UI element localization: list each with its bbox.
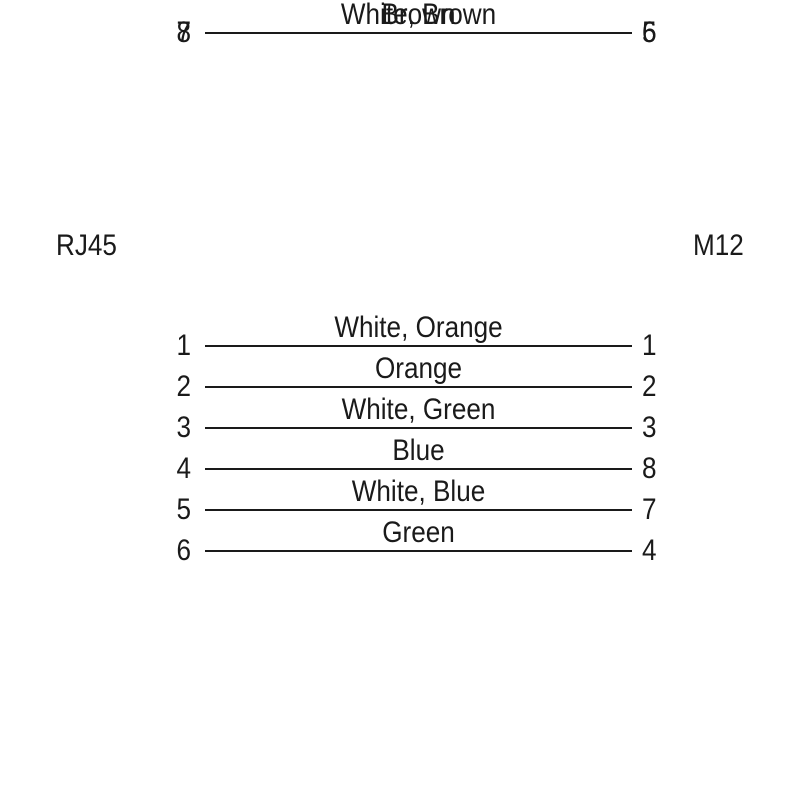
wire-row: 8 Brown 6 [0,0,800,48]
right-pin-number: 6 [642,16,657,49]
wire-color-label: White, Brown [340,0,497,31]
left-pin-number: 1 [176,329,191,362]
wire-row: 4 Blue 8 [0,434,800,484]
right-pin-number: 1 [642,329,657,362]
wire-color-label: White, Blue [351,475,486,508]
right-connector-label: M12 [693,229,744,262]
left-pin-number: 6 [176,534,191,567]
wire-color-label: White, Orange [334,311,503,344]
wire-color-label: Brown [381,0,456,31]
wire-line [205,32,632,34]
wire-row: 3 White, Green 3 [0,393,800,443]
right-pin-number: 8 [642,452,657,485]
left-pin-number: 8 [176,16,191,49]
left-pin-number: 4 [176,452,191,485]
wire-color-label: White, Green [341,393,496,426]
right-pin-number: 2 [642,370,657,403]
wire-line [205,509,632,511]
right-pin-number: 4 [642,534,657,567]
wire-line [205,550,632,552]
wire-line [205,468,632,470]
left-pin-number: 3 [176,411,191,444]
left-pin-number: 2 [176,370,191,403]
wire-row: 2 Orange 2 [0,352,800,402]
wire-row: 5 White, Blue 7 [0,475,800,525]
right-pin-number: 3 [642,411,657,444]
left-pin-number: 7 [176,16,191,49]
right-pin-number: 7 [642,493,657,526]
wire-line [205,345,632,347]
right-pin-number: 5 [642,16,657,49]
wire-line [205,427,632,429]
wire-color-label: Green [382,516,455,549]
wire-row: 1 White, Orange 1 [0,311,800,361]
wire-line [205,386,632,388]
wire-color-label: Blue [392,434,445,467]
wire-color-label: Orange [374,352,463,385]
left-connector-label: RJ45 [56,229,117,262]
wire-row: 6 Green 4 [0,516,800,566]
left-pin-number: 5 [176,493,191,526]
